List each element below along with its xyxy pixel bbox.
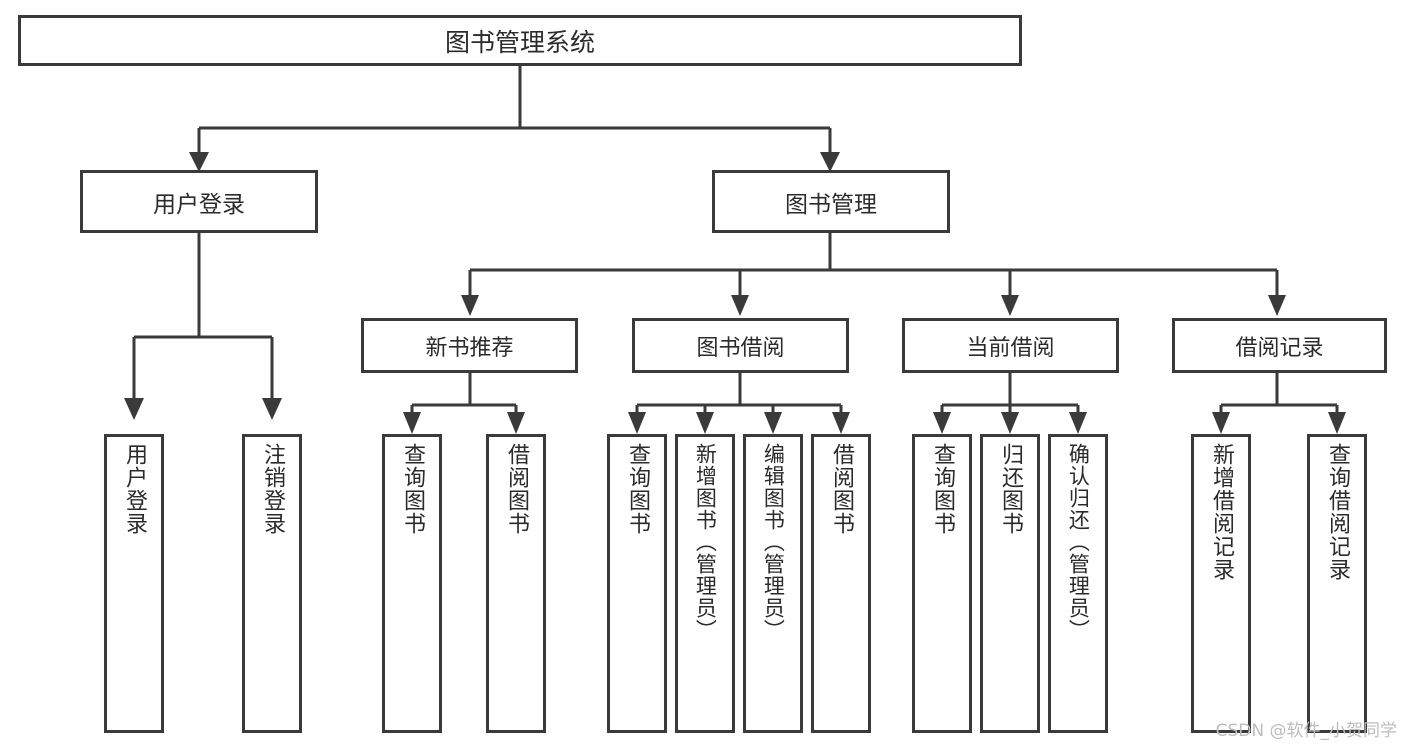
leaf-rec-borrow-label: 借阅图书 (503, 443, 529, 535)
leaf-rec-query-label: 查询图书 (399, 443, 425, 535)
arrowhead-current-borrow (1001, 295, 1019, 316)
node-book-manage[interactable]: 图书管理 (712, 170, 950, 233)
node-current-borrow[interactable]: 当前借阅 (902, 318, 1119, 373)
node-borrow-record[interactable]: 借阅记录 (1172, 318, 1387, 373)
node-root-label: 图书管理系统 (444, 27, 595, 57)
node-root[interactable]: 图书管理系统 (18, 15, 1022, 66)
leaf-borrow-query[interactable]: 查询图书 (607, 434, 667, 733)
arrowhead-leaf-cur-return (1001, 412, 1019, 434)
arrowhead-leaf-rec-borrow (507, 412, 525, 434)
node-borrow-record-label: 借阅记录 (1235, 335, 1324, 361)
arrowhead-leaf-rec-query-record (1328, 412, 1346, 434)
leaf-borrow-add[interactable]: 新增图书（管理员） (675, 434, 735, 733)
leaf-user-logout[interactable]: 注销登录 (242, 434, 302, 733)
node-new-book-recommend-label: 新书推荐 (425, 335, 514, 361)
arrowhead-user-login (189, 152, 209, 172)
leaf-user-login-label: 用户登录 (121, 443, 147, 535)
arrowhead-leaf-borrow-lend (832, 412, 850, 434)
arrowhead-leaf-rec-query (403, 412, 421, 434)
leaf-rec-borrow[interactable]: 借阅图书 (486, 434, 546, 733)
node-book-borrow[interactable]: 图书借阅 (632, 318, 849, 373)
arrowhead-new-book-recommend (461, 295, 479, 316)
arrowhead-leaf-rec-add (1212, 412, 1230, 434)
arrowhead-leaf-borrow-add (696, 412, 714, 434)
leaf-cur-confirm-label: 确认归还（管理员） (1066, 443, 1091, 641)
leaf-user-logout-label: 注销登录 (259, 443, 285, 535)
arrowhead-book-borrow (731, 295, 749, 316)
leaf-borrow-edit-label: 编辑图书（管理员） (761, 443, 786, 641)
leaf-rec-add[interactable]: 新增借阅记录 (1191, 434, 1251, 733)
node-new-book-recommend[interactable]: 新书推荐 (361, 318, 578, 373)
arrowhead-leaf-borrow-edit (764, 412, 782, 434)
node-user-login-label: 用户登录 (153, 191, 245, 218)
arrowhead-leaf-cur-query (933, 412, 951, 434)
leaf-rec-query-record-label: 查询借阅记录 (1324, 443, 1350, 581)
leaf-rec-query-record[interactable]: 查询借阅记录 (1307, 434, 1367, 733)
leaf-borrow-lend-label: 借阅图书 (828, 443, 854, 535)
leaf-cur-return-label: 归还图书 (997, 443, 1023, 535)
leaf-rec-add-label: 新增借阅记录 (1208, 443, 1234, 581)
leaf-cur-query-label: 查询图书 (929, 443, 955, 535)
arrowhead-book-manage (820, 152, 840, 172)
watermark: CSDN @软件_小贺同学 (1215, 721, 1397, 741)
leaf-borrow-add-label: 新增图书（管理员） (693, 443, 718, 641)
leaf-cur-return[interactable]: 归还图书 (980, 434, 1040, 733)
arrowhead-borrow-record (1268, 295, 1286, 316)
leaf-borrow-edit[interactable]: 编辑图书（管理员） (743, 434, 803, 733)
leaf-borrow-lend[interactable]: 借阅图书 (811, 434, 871, 733)
leaf-borrow-query-label: 查询图书 (624, 443, 650, 535)
node-user-login[interactable]: 用户登录 (80, 170, 318, 233)
leaf-rec-query[interactable]: 查询图书 (382, 434, 442, 733)
node-book-manage-label: 图书管理 (785, 191, 877, 218)
node-current-borrow-label: 当前借阅 (966, 335, 1055, 361)
arrowhead-leaf-user-logout (262, 398, 282, 420)
leaf-cur-query[interactable]: 查询图书 (912, 434, 972, 733)
leaf-user-login[interactable]: 用户登录 (104, 434, 164, 733)
leaf-cur-confirm[interactable]: 确认归还（管理员） (1048, 434, 1108, 733)
node-book-borrow-label: 图书借阅 (696, 335, 785, 361)
arrowhead-leaf-cur-confirm (1069, 412, 1087, 434)
arrowhead-leaf-user-login (124, 398, 144, 420)
arrowhead-leaf-borrow-query (628, 412, 646, 434)
